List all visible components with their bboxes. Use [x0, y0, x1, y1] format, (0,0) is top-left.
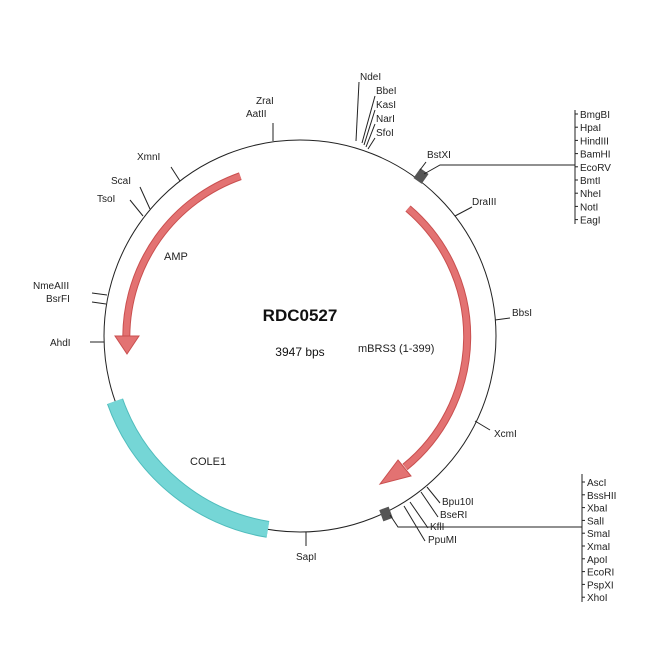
mcs-enzyme-label: EcoRI — [587, 568, 614, 579]
amp-feature-arrow-head — [114, 335, 140, 355]
ppumi-tick — [403, 505, 426, 542]
draiii-label: DraIII — [472, 197, 496, 208]
nari-tick — [365, 123, 376, 148]
aatii-label: AatII — [246, 109, 267, 120]
bbei-label: BbeI — [376, 86, 397, 97]
bbsi-label: BbsI — [512, 308, 532, 319]
zrai-label: ZraI — [256, 96, 274, 107]
bbsi-tick — [494, 317, 511, 321]
plasmid-backbone — [103, 139, 497, 533]
xmni-tick — [170, 166, 181, 182]
kasi-tick — [363, 109, 376, 146]
mcs-top-marker — [413, 168, 429, 184]
draiii-tick — [454, 206, 473, 217]
nmeaiii-label: NmeAIII — [33, 281, 69, 292]
cole1-feature-fill — [107, 398, 270, 537]
mcs-enzyme-label: XmaI — [587, 542, 610, 553]
plasmid-size: 3947 bps — [275, 345, 324, 359]
nari-label: NarI — [376, 114, 395, 125]
mbrs3-feature-arrow-head — [378, 459, 412, 485]
mcs-enzyme-label: AscI — [587, 478, 606, 489]
bbei-tick — [361, 95, 376, 144]
mcs-enzyme-label: EagI — [580, 216, 601, 227]
mbrs3-feature-arrow-body — [402, 205, 472, 471]
bsrfi-label: BsrFI — [46, 294, 70, 305]
mcs-enzyme-label: SmaI — [587, 529, 610, 540]
nmeaiii-tick — [91, 292, 108, 296]
ahdi-label: AhdI — [50, 338, 71, 349]
mcs-enzyme-label: BmtI — [580, 176, 601, 187]
ppumi-label: PpuMI — [428, 535, 457, 546]
amp-feature-arrow-fill — [123, 173, 242, 337]
mbrs3-feature-label: mBRS3 (1-399) — [358, 343, 434, 355]
mcs-enzyme-label: ApoI — [587, 555, 608, 566]
scai-label: ScaI — [111, 176, 131, 187]
mcs-bottom-connector — [389, 514, 582, 528]
mcs-top-connector — [423, 164, 575, 175]
sfoi-tick — [367, 137, 376, 150]
bseri-label: BseRI — [440, 510, 467, 521]
mcs-enzyme-label: EcoRV — [580, 163, 611, 174]
mcs-enzyme-label: SalI — [587, 516, 604, 527]
bstxi-tick — [419, 161, 427, 171]
mcs-enzyme-label: BmgBI — [580, 110, 610, 121]
ndei-label: NdeI — [360, 72, 381, 83]
mcs-enzyme-label: PspXI — [587, 580, 614, 591]
mcs-enzyme-label: BssHII — [587, 491, 616, 502]
sfoi-label: SfoI — [376, 128, 394, 139]
tsoi-tick — [129, 199, 144, 217]
bseri-tick — [420, 491, 439, 518]
mcs-enzyme-label: XhoI — [587, 593, 608, 604]
bpu10i-tick — [426, 486, 441, 504]
mcs-bottom-marker — [379, 506, 393, 522]
mcs-enzyme-label: XbaI — [587, 504, 608, 515]
bsrfi-tick — [91, 301, 107, 305]
xcmi-label: XcmI — [494, 429, 517, 440]
mcs-enzyme-label: BamHI — [580, 150, 611, 161]
bpu10i-label: Bpu10I — [442, 497, 474, 508]
mcs-enzyme-label: HpaI — [580, 123, 601, 134]
mbrs3-feature-arrow-fill — [403, 206, 471, 470]
bstxi-label: BstXI — [427, 150, 451, 161]
mcs-enzyme-label: HindIII — [580, 136, 609, 147]
xmni-label: XmnI — [137, 152, 160, 163]
xcmi-tick — [474, 420, 491, 431]
plasmid-name: RDC0527 — [263, 306, 338, 325]
mcs-enzyme-label: NheI — [580, 189, 601, 200]
ndei-tick — [355, 81, 360, 142]
amp-feature-label: AMP — [164, 251, 188, 263]
mcs-enzyme-label: NotI — [580, 202, 598, 213]
tsoi-label: TsoI — [97, 194, 115, 205]
scai-tick — [139, 186, 151, 210]
kfli-tick — [409, 501, 429, 529]
mcs-top-list: BmgBI HpaI HindIII BamHI EcoRV BmtI NheI NotI Ea… — [575, 110, 611, 227]
cole1-feature-label: COLE1 — [190, 456, 226, 468]
sapi-label: SapI — [296, 552, 317, 563]
kasi-label: KasI — [376, 100, 396, 111]
